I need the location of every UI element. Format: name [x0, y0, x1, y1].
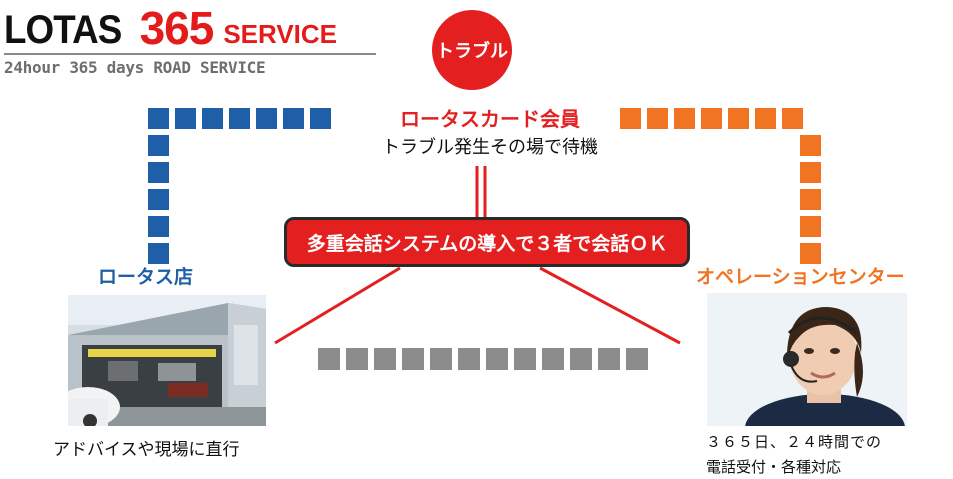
blue-connector-vertical: [148, 135, 169, 270]
logo-service: SERVICE: [223, 19, 338, 49]
shop-label: ロータス店: [98, 266, 194, 288]
shop-line: [274, 266, 401, 345]
shop-photo: [68, 295, 266, 426]
logo-number: 365: [139, 2, 215, 54]
logo-divider: [4, 53, 376, 55]
trouble-badge: トラブル: [432, 10, 512, 90]
three-way-call-banner: 多重会話システムの導入で３者で会話ＯＫ: [284, 217, 690, 267]
member-subtitle: トラブル発生その場で待機: [382, 137, 598, 158]
center-line: [539, 266, 681, 345]
shop-caption: アドバイスや現場に直行: [53, 440, 240, 460]
operator-photo: [707, 293, 907, 426]
banner-text: 多重会話システムの導入で３者で会話ＯＫ: [306, 232, 668, 255]
orange-connector-horizontal: [620, 108, 809, 129]
logo-tagline: 24hour 365 days ROAD SERVICE: [4, 58, 266, 77]
operation-center-caption-line2: 電話受付・各種対応: [706, 458, 842, 476]
logo: LOTAS 365 SERVICE 24hour 365 days ROAD S…: [4, 2, 378, 77]
orange-connector-vertical: [800, 135, 821, 270]
operation-center-caption-line1: ３６５日、２４時間での: [706, 433, 883, 451]
trouble-label: トラブル: [436, 41, 508, 62]
blue-connector-horizontal: [148, 108, 337, 129]
member-title: ロータスカード会員: [400, 107, 580, 131]
logo-wordmark: LOTAS 365 SERVICE: [4, 2, 378, 52]
logo-brand: LOTAS: [4, 8, 122, 52]
operation-center-label: オペレーションセンター: [696, 266, 905, 288]
gray-connector: [318, 348, 648, 370]
